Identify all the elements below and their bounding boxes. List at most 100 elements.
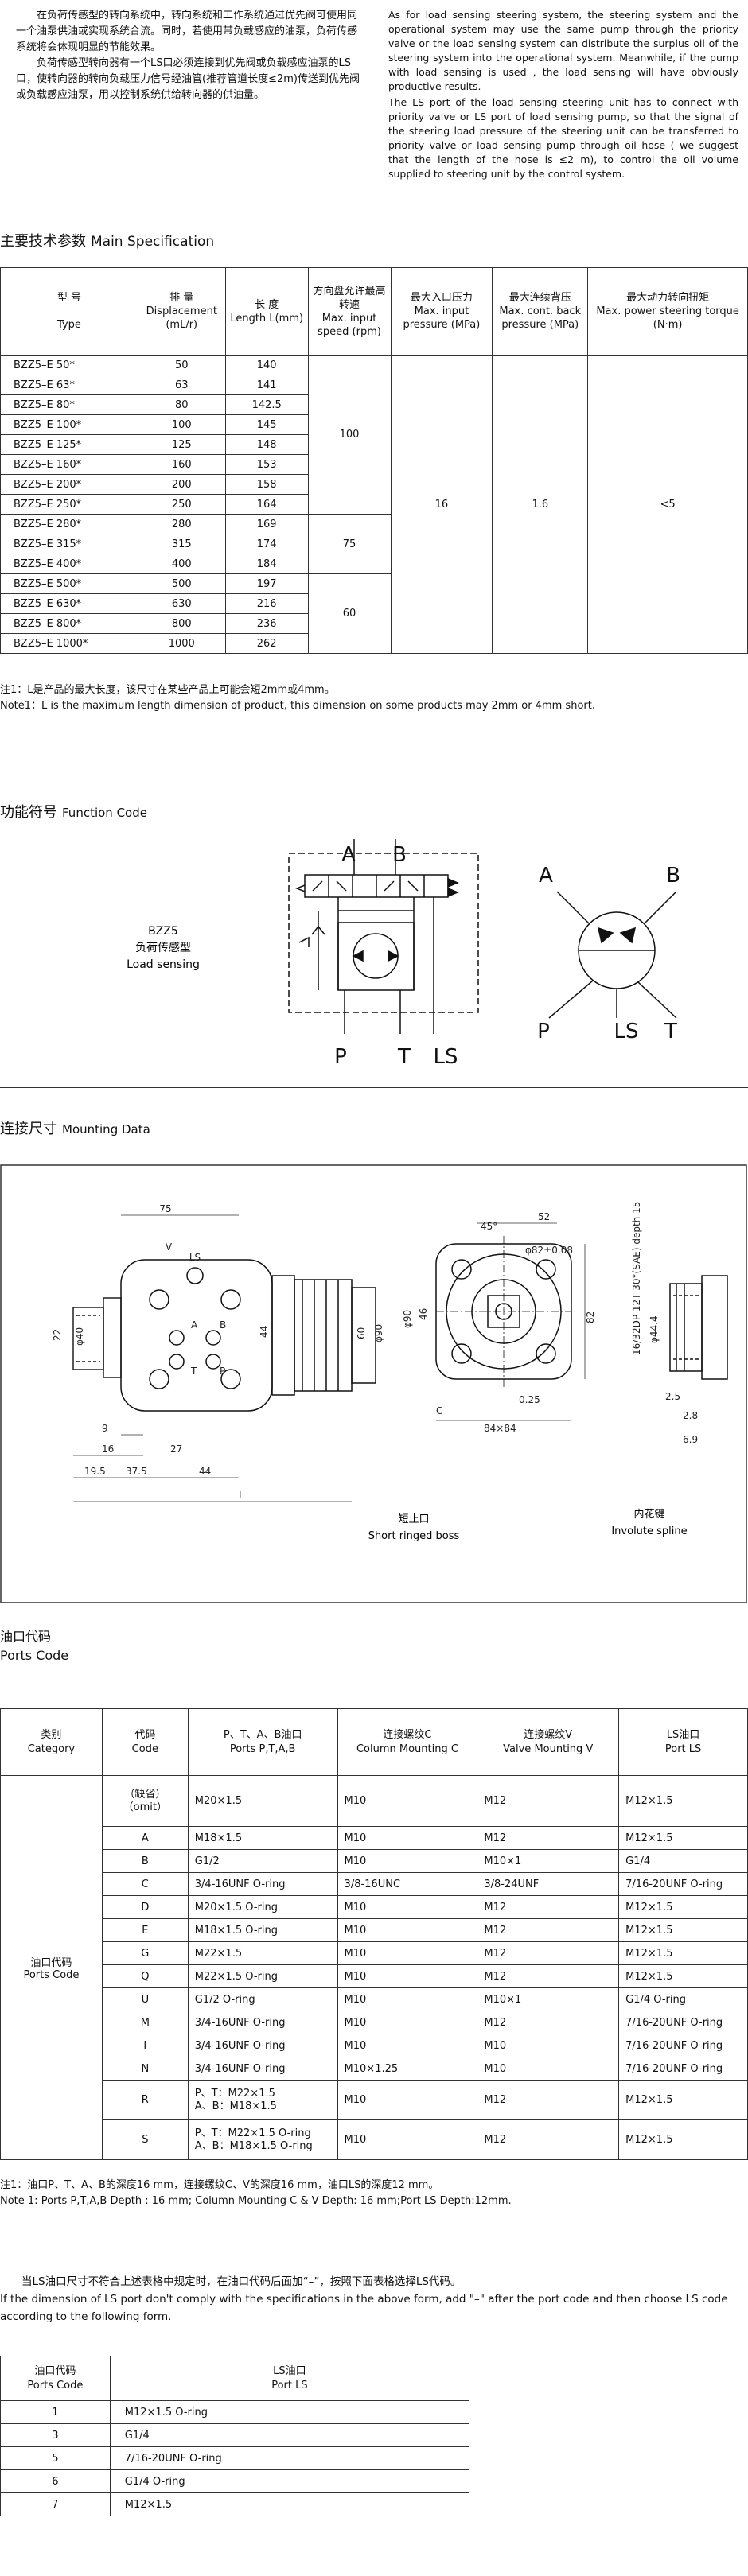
- dim-6-9: 6.9: [683, 1434, 698, 1445]
- dim-phi90b: φ90: [402, 1310, 413, 1328]
- dim-45-deg: 45°: [481, 1221, 497, 1232]
- ports-cell: M12: [477, 2080, 620, 2120]
- ports-cell: M18×1.5 O-ring: [187, 1918, 338, 1942]
- ports-cell: M18×1.5: [187, 1826, 338, 1850]
- intro-cn-p2: 负荷传感型转向器有一个LS口必须连接到优先阀或负载感应油泵的LS口，使转向器的转…: [16, 57, 360, 101]
- ports-ptab-line1: P、T：M22×1.5 O-ring: [194, 2127, 311, 2139]
- dim-lines-front: [436, 1222, 586, 1421]
- spec-cell-type: BZZ5–E 500*: [0, 573, 138, 594]
- ports-cell: G1/4: [618, 1849, 748, 1873]
- dim-ls: LS: [189, 1252, 201, 1263]
- dim-phi90: φ90: [373, 1324, 384, 1342]
- ports-cell: 7/16-20UNF O-ring: [618, 2011, 748, 2034]
- ports-code: U: [101, 1987, 189, 2011]
- ports-title-en: Ports Code: [0, 1648, 69, 1663]
- ports-cell: M10: [337, 1826, 478, 1850]
- ports-cell: M12: [477, 2119, 620, 2160]
- spec-cell-displacement: 1000: [137, 633, 226, 654]
- spec-note-cn: 注1：L是产品的最大长度，该尺寸在某些产品上可能会短2mm或4mm。: [0, 684, 335, 696]
- ports-cell: 3/4-16UNF O-ring: [187, 2034, 338, 2057]
- spec-title-en: Main Specification: [91, 234, 215, 250]
- spec-note-en: Note1：L is the maximum length dimension …: [0, 700, 595, 712]
- dim-spline: 16/32DP 12T 30°(SAE) depth 15: [631, 1202, 642, 1355]
- ports-cell: M12: [477, 2011, 620, 2034]
- spec-cell-length: 174: [224, 534, 309, 554]
- spec-cell-type: BZZ5–E 160*: [0, 454, 138, 475]
- ports-cell: M10×1.25: [337, 2057, 478, 2081]
- spec-cell-type: BZZ5–E 200*: [0, 474, 138, 495]
- ports-cell: M12×1.5: [618, 1941, 748, 1965]
- spec-cell-displacement: 400: [137, 554, 226, 574]
- steering-symbol: [548, 891, 677, 1019]
- unit-side-view: [120, 1259, 376, 1412]
- function-port-b: B: [392, 843, 407, 867]
- spec-cell-displacement: 63: [137, 375, 226, 395]
- spec-cell-type: BZZ5–E 630*: [0, 593, 138, 614]
- ports-code: M: [101, 2011, 189, 2034]
- mounting-drawing: LS V 75 A B T P 44 60 φ90 φ40 22 9 16 19…: [0, 1164, 747, 1603]
- ports-cell: M10: [337, 2034, 478, 2057]
- ports-cell: M10: [337, 1775, 478, 1827]
- spec-cell-type: BZZ5–E 250*: [0, 494, 138, 515]
- dim-v: V: [166, 1241, 173, 1253]
- spec-cell-input-pressure: 16: [390, 355, 493, 654]
- ls-port: G1/4: [109, 2423, 470, 2447]
- ports-cell: M12×1.5: [618, 2080, 748, 2120]
- spec-cell-type: BZZ5–E 80*: [0, 394, 138, 415]
- function-title-cn: 功能符号: [0, 804, 57, 821]
- ports-ptab-line2: A、B：M18×1.5: [194, 2100, 277, 2112]
- dim-27: 27: [170, 1443, 182, 1455]
- function-model: BZZ5: [148, 925, 178, 938]
- dim-22: 22: [52, 1329, 63, 1341]
- spec-cell-displacement: 315: [137, 534, 226, 554]
- ports-code: Q: [101, 1964, 189, 1988]
- spec-cell-back-pressure: 1.6: [492, 355, 589, 654]
- spec-cell-length: 145: [224, 414, 309, 435]
- ls-code: 3: [0, 2423, 111, 2447]
- spec-cell-length: 148: [224, 434, 309, 455]
- spec-cell-length: 142.5: [224, 394, 309, 415]
- dim-52: 52: [538, 1211, 550, 1222]
- ports-cell: 7/16-20UNF O-ring: [618, 2057, 748, 2081]
- ports-code: I: [101, 2034, 189, 2057]
- spec-cell-length: 184: [224, 554, 309, 574]
- ports-cell: 3/4-16UNF O-ring: [187, 2057, 338, 2081]
- spec-cell-displacement: 50: [137, 355, 226, 375]
- ports-cell: M12×1.5: [618, 1964, 748, 1988]
- ports-cell: M10×1: [477, 1987, 620, 2011]
- ports-cell: M12: [477, 1941, 620, 1965]
- ports-cell: M20×1.5: [187, 1775, 338, 1827]
- spec-cell-type: BZZ5–E 63*: [0, 375, 138, 395]
- ports-cell: M12: [477, 1826, 620, 1850]
- ports-cell: 3/8-24UNF: [477, 1872, 620, 1896]
- ports-category-en: Ports Code: [23, 1969, 80, 1981]
- dim-phi44: φ44.4: [649, 1315, 660, 1343]
- spline-label-cn: 内花键: [633, 1508, 664, 1521]
- ports-title-cn: 油口代码: [0, 1629, 52, 1644]
- symbol-port-t: T: [664, 1020, 677, 1043]
- spec-cell-displacement: 250: [137, 494, 226, 515]
- spec-cell-length: 216: [224, 593, 309, 614]
- spec-cell-length: 236: [224, 613, 309, 634]
- dim-t: T: [190, 1366, 197, 1377]
- mounting-frame: [0, 1164, 747, 1603]
